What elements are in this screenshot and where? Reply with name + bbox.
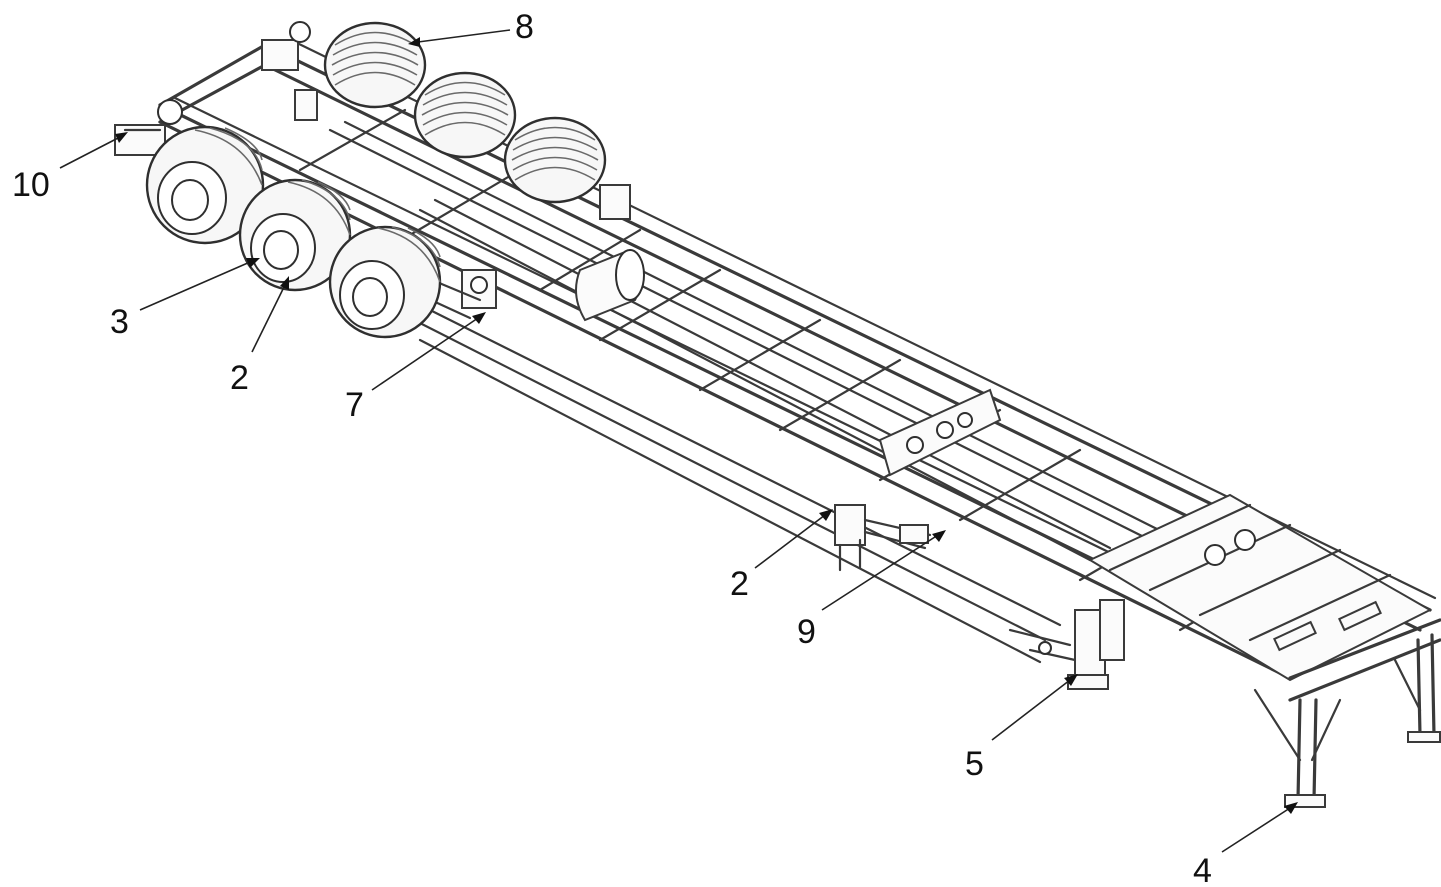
- air-tank: [575, 248, 645, 322]
- wheel-near-2: [238, 178, 352, 292]
- callout-5: 5: [965, 745, 984, 783]
- callout-10: 10: [12, 166, 50, 204]
- rear-bumper-lights: [114, 21, 311, 156]
- chassis-frame: [158, 39, 1441, 702]
- callout-3: 3: [110, 303, 129, 341]
- wheel-far-3: [503, 116, 607, 204]
- landing-gear: [1008, 599, 1125, 690]
- callout-9: 9: [797, 613, 816, 651]
- leader-lines: [59, 29, 1298, 853]
- wheel-near-1: [145, 125, 265, 245]
- wheel-near-3: [328, 225, 442, 339]
- callout-4: 4: [1193, 852, 1212, 887]
- callout-2a: 2: [230, 359, 249, 397]
- wheel-far-2: [413, 71, 517, 159]
- front-support-legs: [1253, 633, 1441, 808]
- mid-bracket-assembly: [834, 504, 932, 572]
- suspension-hangers: [294, 89, 631, 320]
- callout-labels: 8 10 3 2 7 2 9 5 4: [12, 8, 1212, 887]
- callout-2b: 2: [730, 565, 749, 603]
- wheel-far-1: [323, 21, 427, 109]
- near-side-wheels: [145, 125, 442, 339]
- callout-7: 7: [345, 386, 364, 424]
- callout-8: 8: [515, 8, 534, 46]
- far-side-wheels: [323, 21, 607, 204]
